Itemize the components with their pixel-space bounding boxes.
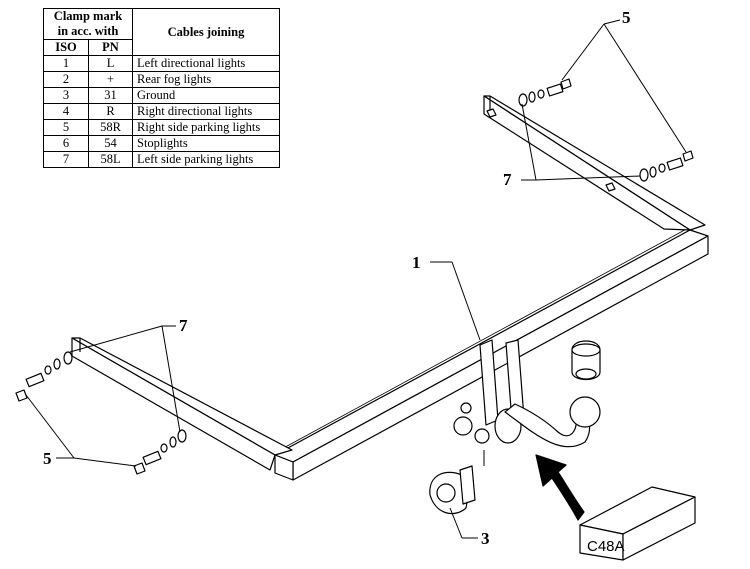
hardware-left: [15, 351, 187, 475]
callout-7-left: 7: [179, 316, 188, 335]
iso-header: ISO: [42, 39, 90, 56]
cables-joining-header: Cables joining: [132, 8, 280, 56]
leader-lines: [25, 19, 687, 539]
right-bracket-arm: [483, 95, 706, 231]
callout-5-top: 5: [622, 8, 631, 27]
callout-1: 1: [412, 253, 421, 272]
pn-header: PN: [88, 39, 133, 56]
box-label: C48A: [587, 538, 625, 555]
connector-box: C48A: [579, 486, 696, 561]
left-bracket-arm: [71, 337, 293, 471]
ball-mount: [453, 339, 601, 448]
insert-arrow: [535, 454, 585, 521]
table-row: 2+Rear fog lights: [42, 71, 280, 88]
clamp-mark-header: Clamp mark in acc. with: [43, 8, 133, 40]
cable-joining-table: Clamp mark in acc. with Cables joining I…: [42, 8, 280, 168]
socket-plate: [429, 465, 476, 515]
callout-3: 3: [481, 529, 490, 548]
callout-5-left: 5: [43, 449, 52, 468]
callout-7-top: 7: [503, 170, 512, 189]
hardware-top: [486, 78, 694, 192]
